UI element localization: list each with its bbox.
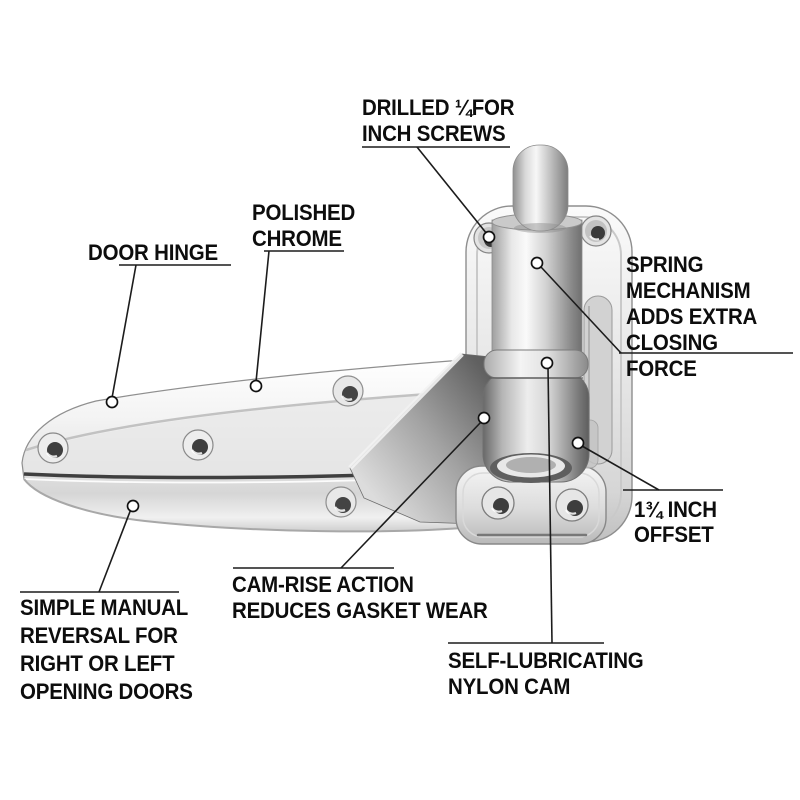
marker-self-lubricating [540,356,554,370]
leader-door-hinge [111,264,137,399]
hinge-pin [512,144,569,232]
leader-spring [540,266,622,354]
screw-hole-bottom-right [555,488,589,522]
leader-self-lubricating [547,366,553,644]
label-polished-chrome: POLISHED CHROME [252,200,356,251]
callout-markers [105,230,585,513]
nylon-cam-collar [483,349,589,379]
label-cam-rise: CAM-RISE ACTION REDUCES GASKET WEAR [232,572,488,623]
screw-hole-arm-3 [332,375,364,407]
screw-hole-arm-2 [182,429,214,461]
screw-hole-arm-1 [37,432,69,464]
callout-lines [20,146,793,644]
marker-manual-reversal [126,499,140,513]
label-door-hinge: DOOR HINGE [88,240,219,265]
bottom-bracket-foot [455,465,607,545]
marker-door-hinge [105,395,119,409]
label-self-lubricating: SELF-LUBRICATING NYLON CAM [448,648,644,699]
leader-cam-rise [340,420,483,569]
leader-polished [255,250,270,383]
marker-spring [530,256,544,270]
label-spring-mechanism: SPRING MECHANISM ADDS EXTRA CLOSING FORC… [626,252,758,381]
arm-ridge-groove [25,389,475,452]
leader-drilled [416,146,488,235]
marker-polished [249,379,263,393]
marker-offset [571,436,585,450]
label-manual-reversal: SIMPLE MANUAL REVERSAL FOR RIGHT OR LEFT… [20,595,193,704]
label-drilled-screws: DRILLED ¼FOR INCH SCREWS [362,95,515,146]
label-offset: 1¾ INCH OFFSET [634,497,717,547]
marker-drilled [482,230,496,244]
marker-cam-rise [477,411,491,425]
screw-hole-arm-4 [325,486,357,518]
screw-hole-top-right [580,215,612,247]
hinge-knuckle [482,349,599,483]
leader-manual-reversal [98,508,132,593]
screw-hole-bottom-left [481,486,515,520]
leader-offset [581,445,660,491]
